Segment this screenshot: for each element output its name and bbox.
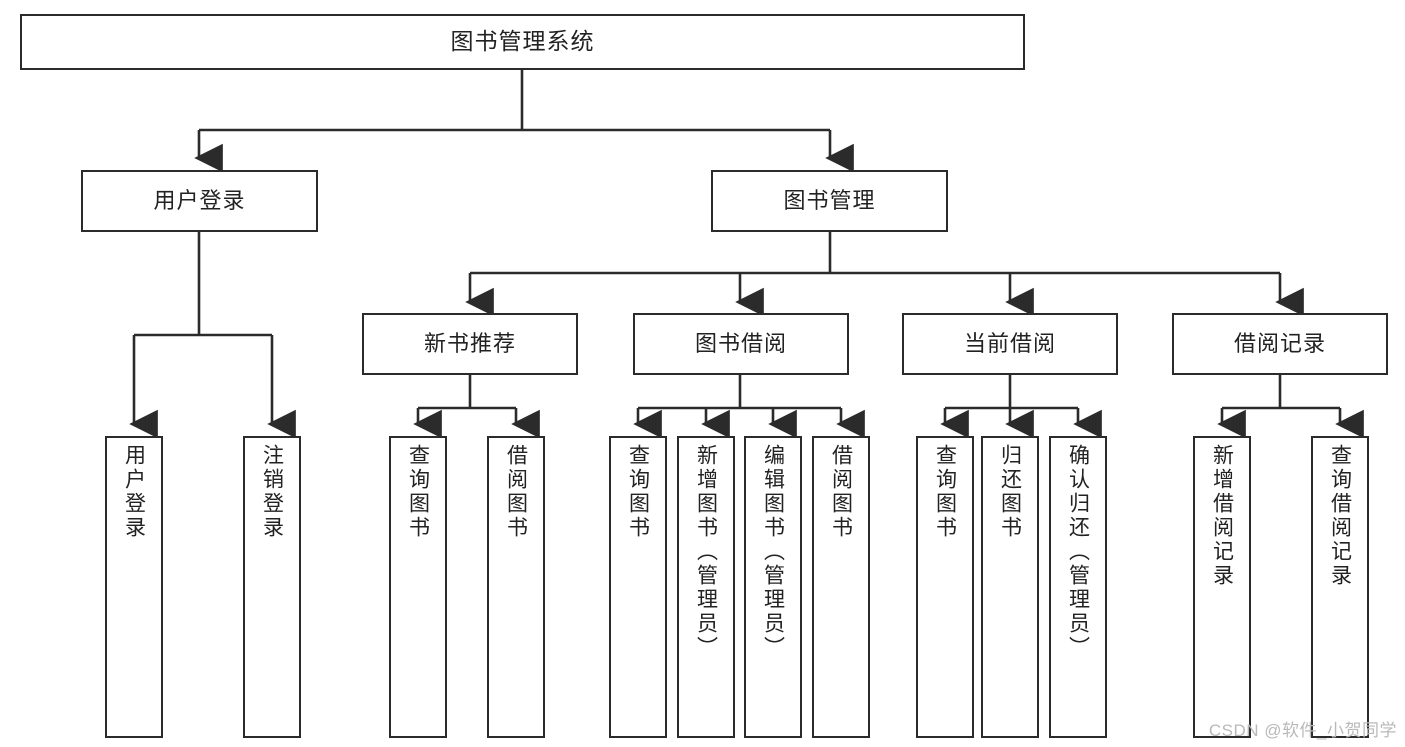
node-label: 图书管理 [783,187,876,213]
node-book-management[interactable]: 图书管理 [711,170,948,232]
node-label: 当前借阅 [963,330,1056,356]
node-leaf-add-book-admin[interactable]: 新增图书（管理员） [677,436,735,738]
node-leaf-return-book[interactable]: 归还图书 [981,436,1039,738]
node-leaf-query-book-borrow[interactable]: 查询图书 [609,436,667,738]
node-label: 借阅图书 [829,444,853,540]
node-label: 查询图书 [406,444,430,540]
node-label: 查询图书 [626,444,650,540]
node-label: 确认归还（管理员） [1066,444,1090,660]
node-label: 查询图书 [933,444,957,540]
node-label: 借阅图书 [504,444,528,540]
node-leaf-query-book-current[interactable]: 查询图书 [916,436,974,738]
node-leaf-query-book-recommend[interactable]: 查询图书 [389,436,447,738]
node-leaf-user-login[interactable]: 用户登录 [105,436,163,738]
node-leaf-edit-book-admin[interactable]: 编辑图书（管理员） [744,436,802,738]
node-label: 注销登录 [260,444,284,540]
node-leaf-query-borrow-record[interactable]: 查询借阅记录 [1311,436,1369,738]
node-label: 用户登录 [153,187,246,213]
node-label: 新增借阅记录 [1210,444,1234,588]
node-label: 用户登录 [122,444,146,540]
node-root-book-management-system[interactable]: 图书管理系统 [20,14,1025,70]
node-borrow-record[interactable]: 借阅记录 [1172,313,1388,375]
node-new-book-recommend[interactable]: 新书推荐 [362,313,578,375]
node-leaf-borrow-book-recommend[interactable]: 借阅图书 [487,436,545,738]
node-label: 借阅记录 [1233,330,1326,356]
node-leaf-borrow-book[interactable]: 借阅图书 [812,436,870,738]
node-leaf-confirm-return-admin[interactable]: 确认归还（管理员） [1049,436,1107,738]
node-user-login[interactable]: 用户登录 [81,170,318,232]
node-leaf-user-logout[interactable]: 注销登录 [243,436,301,738]
node-label: 图书管理系统 [450,28,595,55]
csdn-watermark: CSDN @软件_小贺同学 [1208,721,1397,740]
node-label: 归还图书 [998,444,1022,540]
node-label: 查询借阅记录 [1328,444,1352,588]
node-label: 新增图书（管理员） [694,444,718,660]
node-leaf-add-borrow-record[interactable]: 新增借阅记录 [1193,436,1251,738]
node-label: 新书推荐 [423,330,516,356]
node-book-borrow[interactable]: 图书借阅 [633,313,849,375]
node-current-borrow[interactable]: 当前借阅 [902,313,1118,375]
node-label: 编辑图书（管理员） [761,444,785,660]
node-label: 图书借阅 [694,330,787,356]
